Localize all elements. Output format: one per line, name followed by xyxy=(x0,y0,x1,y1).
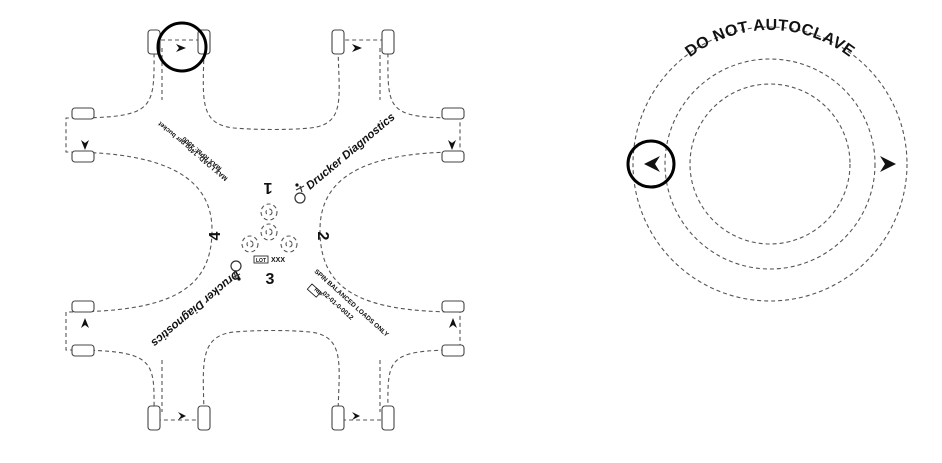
brand-text-upper: Drucker Diagnostics xyxy=(304,111,397,192)
bucket-arrows xyxy=(81,44,457,420)
arrowhead-icon xyxy=(352,44,362,52)
arrowhead-icon xyxy=(448,140,456,150)
highlight-circle xyxy=(626,139,676,189)
rotor-outline xyxy=(65,39,461,421)
lid-drawing: DO NOT AUTOCLAVE xyxy=(626,17,908,302)
do-not-autoclave-text: DO NOT AUTOCLAVE xyxy=(682,17,857,61)
lot-box-text: LOT xyxy=(256,258,266,264)
position-label-4: 4 xyxy=(207,231,224,240)
arrowhead-icon xyxy=(81,318,89,328)
arrowhead-icon xyxy=(176,44,186,52)
lid-inner-ring xyxy=(689,83,851,245)
ref-box xyxy=(306,283,322,298)
arrowhead-icon xyxy=(644,156,660,172)
spin-text: SPIN BALANCED LOADS ONLY xyxy=(313,268,390,339)
arrowhead-icon xyxy=(81,140,89,150)
rotor-drawing: 1 2 3 4 Drucker Diagnostics Drucker Diag… xyxy=(65,21,465,431)
lid-outer-ring xyxy=(632,26,908,302)
lot-value-text: XXX xyxy=(271,257,285,264)
lot-box xyxy=(253,255,269,264)
lid-middle-ring xyxy=(664,58,876,270)
arrowhead-icon xyxy=(449,318,457,328)
max-rpm-text: MAX RPM: 4000 xyxy=(181,135,223,172)
arrowhead-icon xyxy=(178,412,186,420)
position-label-1: 1 xyxy=(263,179,272,196)
arrowhead-icon xyxy=(352,412,360,420)
bucket-tabs xyxy=(71,29,465,431)
brand-logo-lower xyxy=(230,260,242,281)
position-label-3: 3 xyxy=(266,271,275,288)
highlight-circle xyxy=(156,21,208,73)
position-label-2: 2 xyxy=(314,232,331,241)
arrowhead-icon xyxy=(880,156,896,172)
hub-circles xyxy=(241,203,298,253)
ref-box-text: REF xyxy=(313,287,324,298)
brand-logo-upper xyxy=(294,183,306,204)
